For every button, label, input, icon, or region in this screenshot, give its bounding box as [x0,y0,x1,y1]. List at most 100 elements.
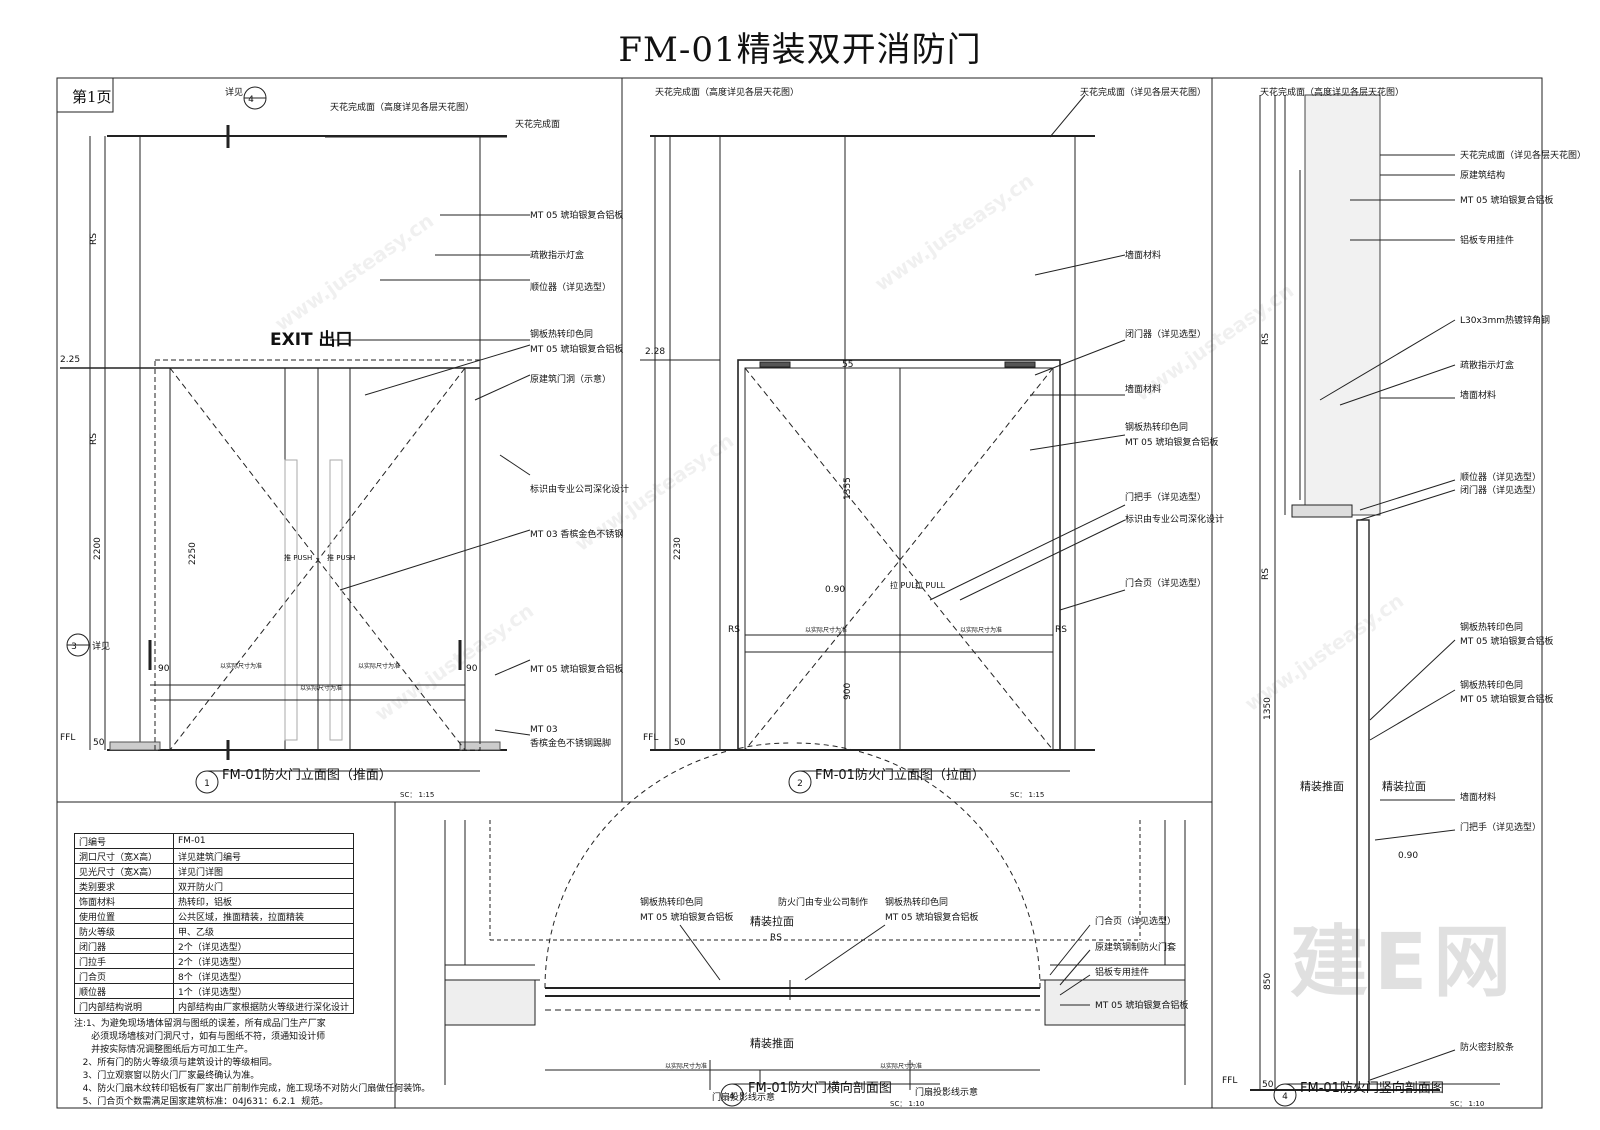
dim-total: 2230 [673,537,683,560]
pull-side-label: 精装拉面 [750,914,794,928]
view-number: 4 [729,1092,735,1102]
annotation: 钢板热转印色同 [530,328,593,340]
section-ref-left-text: 详见 [92,640,110,652]
view3-section [1250,94,1456,1091]
inner-label: 以实际尺寸为准 [358,662,400,670]
section-ref-top-num: 4 [248,95,254,105]
spec-value: 2个（详见选型） [172,938,355,954]
note-line: 注:1、为避免现场墙体留洞与图纸的误差，所有成品门生产厂家 [74,1019,326,1029]
annotation: 钢板热转印色同 [1460,679,1523,691]
table-row: 见光尺寸（宽X高）详见门详图 [74,863,355,879]
table-row: 防火等级甲、乙级 [74,923,355,939]
annotation: MT 05 琥珀银复合铝板 [530,343,623,355]
annotation: 铝板专用挂件 [1460,234,1514,246]
view-scale: SC： 1:15 [400,791,434,799]
spec-key: 顺位器 [74,983,174,999]
annotation: MT 05 琥珀银复合铝板 [640,911,733,923]
annotation: 门合页（详见选型） [1125,577,1206,589]
spec-value: 双开防火门 [172,878,355,894]
annotation: MT 05 琥珀银复合铝板 [1460,635,1553,647]
inner-label: 以实际尺寸为准 [880,1062,922,1070]
spec-key: 洞口尺寸（宽X高） [74,848,174,864]
rs-label: RS [1055,625,1067,635]
view1-elevation [60,86,531,760]
ffl-label: FFL [643,733,658,743]
annotation: 天花完成面（高度详见各层天花图） [1260,86,1404,98]
annotation: 门把手（详见选型） [1125,491,1206,503]
annotation: 门合页（详见选型） [1095,915,1176,927]
spec-key: 闭门器 [74,938,174,954]
annotation: 墙面材料 [1125,383,1161,395]
annotation: 天花完成面 [515,118,560,130]
note-line: 2、所有门的防火等级须与建筑设计的等级相同。 [74,1058,278,1068]
spec-value: 8个（详见选型） [172,968,355,984]
annotation: MT 05 琥珀银复合铝板 [530,663,623,675]
annotation: MT 05 琥珀银复合铝板 [530,209,623,221]
rs-label: RS [89,233,99,245]
annotation: 天花完成面（高度详见各层天花图） [330,101,474,113]
dim-handle: 0.90 [1398,851,1418,861]
push-label-right: 推 PUSH [327,553,355,562]
spec-key: 门内部结构说明 [74,998,174,1014]
annotation: MT 05 琥珀银复合铝板 [885,911,978,923]
spec-key: 防火等级 [74,923,174,939]
dim-base: 50 [674,738,686,748]
annotation: 铝板专用挂件 [1095,966,1149,978]
annotation: 疏散指示灯盒 [530,249,584,261]
spec-value: 公共区域，推面精装，拉面精装 [172,908,355,924]
view2-elevation [640,94,1126,751]
spec-value: FM-01 [172,833,355,849]
page-label: 第1页 [72,88,112,106]
annotation: 原建筑钢制防火门套 [1095,941,1176,953]
view-title: FM-01防火门立面图（推面） [222,767,392,783]
annotation: 闭门器（详见选型） [1125,328,1206,340]
table-row: 使用位置公共区域，推面精装，拉面精装 [74,908,355,924]
annotation: MT 05 琥珀银复合铝板 [1125,436,1218,448]
spec-value: 2个（详见选型） [172,953,355,969]
table-row: 门内部结构说明内部结构由厂家根据防火等级进行深化设计 [74,998,355,1014]
dim-lower: 850 [1263,973,1273,990]
view-number: 1 [204,779,210,789]
annotation: 顺位器（详见选型） [1460,471,1541,483]
spec-value: 1个（详见选型） [172,983,355,999]
note-line: 并按实际情况调整图纸后方可加工生产。 [74,1045,254,1055]
rs-label: RS [1261,568,1271,580]
dim-level: 2.28 [645,347,665,357]
pull-label-left: 拉 PULL [890,580,921,590]
annotation: 防火门由专业公司制作 [778,896,868,908]
annotation: 标识由专业公司深化设计 [1125,513,1224,525]
rs-label: RS [770,933,782,943]
sheet-border [56,77,1543,1109]
annotation: 钢板热转印色同 [640,896,703,908]
inner-label: 以实际尺寸为准 [220,662,262,670]
view-number: 4 [1282,1092,1288,1102]
annotation: 闭门器（详见选型） [1460,484,1541,496]
annotation: 墙面材料 [1125,249,1161,261]
spec-key: 门编号 [74,833,174,849]
dim-base: 50 [1262,1080,1274,1090]
dim-level: 2.25 [60,355,80,365]
note-line: 4、防火门扇木纹转印铝板有厂家出厂前制作完成，施工现场不对防火门扇做任何装饰。 [74,1084,431,1094]
rs-label: RS [1261,333,1271,345]
dim-lower: 900 [843,683,853,700]
spec-key: 类别要求 [74,878,174,894]
note-line: 3、门立观察窗以防火门厂家最终确认为准。 [74,1071,260,1081]
dim-total: 2200 [93,537,103,560]
dim-base: 50 [93,738,105,748]
rs-label: RS [728,625,740,635]
view-scale: SC： 1:15 [1010,791,1044,799]
note-line: 必须现场墙核对门洞尺寸，如有与图纸不符，须通知设计师 [74,1032,326,1042]
annotation: 墙面材料 [1460,791,1496,803]
table-row: 类别要求双开防火门 [74,878,355,894]
spec-value: 详见建筑门编号 [172,848,355,864]
exit-sign: EXIT 出口 [270,329,353,350]
spec-value: 甲、乙级 [172,923,355,939]
annotation: 标识由专业公司深化设计 [530,483,629,495]
spec-key: 见光尺寸（宽X高） [74,863,174,879]
dim-door: 2250 [188,542,198,565]
annotation: MT 05 琥珀银复合铝板 [1095,999,1188,1011]
annotation: 天花完成面（详见各层天花图） [1460,149,1586,161]
